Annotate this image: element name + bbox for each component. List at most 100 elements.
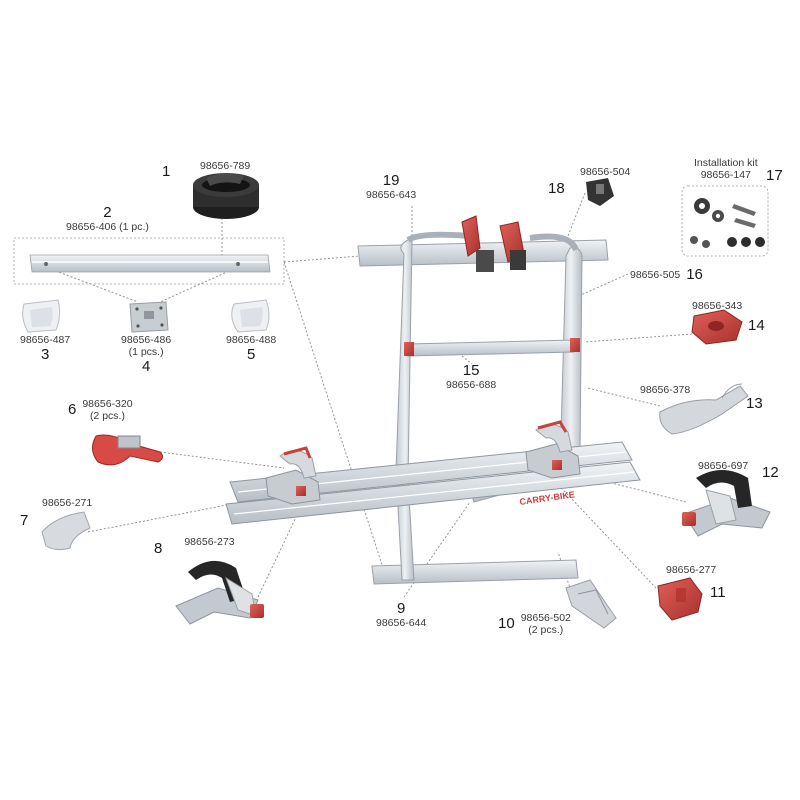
part-2-code: 98656-406 (1 pc.) <box>66 221 149 234</box>
part-8-code: 98656-273 <box>184 535 235 548</box>
part-15-number: 15 <box>462 362 480 379</box>
part-17-label: Installation kit 98656-147 <box>694 157 758 181</box>
part-12-number: 12 <box>762 464 779 481</box>
part-13-code: 98656-378 <box>640 384 691 396</box>
part-19-number: 19 <box>382 172 400 189</box>
part-9-label: 9 98656-644 <box>376 600 426 629</box>
part-7-label: 7 <box>20 512 28 530</box>
part-4-mounting-plate-icon <box>129 301 169 333</box>
part-4-label: 98656-486 (1 pcs.) 4 <box>121 334 171 375</box>
part-2-group-frame <box>13 237 285 285</box>
part-5-number: 5 <box>246 346 256 364</box>
part-3-code: 98656-487 <box>20 334 71 346</box>
part-12-code-label: 98656-697 <box>698 456 748 474</box>
part-16-number: 16 <box>686 266 703 283</box>
part-16-label: 98656-505 16 <box>630 266 703 283</box>
part-3-number: 3 <box>40 346 50 364</box>
part-17-number: 17 <box>766 167 783 184</box>
part-3-label: 98656-487 3 <box>20 334 70 363</box>
part-8-wheel-holder-icon <box>175 560 264 625</box>
part-18-code-label: 98656-504 <box>580 162 630 180</box>
part-10-code: 98656-502 <box>520 612 571 624</box>
part-17-title: Installation kit <box>694 157 758 169</box>
part-14-label: 14 <box>748 317 765 335</box>
part-1-label: 1 <box>162 163 170 181</box>
part-18-label: 18 <box>548 180 565 198</box>
leader-4b <box>159 267 237 303</box>
part-7-code: 98656-271 <box>42 497 93 509</box>
part-11-label: 11 <box>710 584 726 602</box>
part-5-right-end-cap-icon <box>231 299 270 333</box>
part-14-code-label: 98656-343 <box>692 296 742 314</box>
part-14-code: 98656-343 <box>692 300 743 312</box>
part-11-number: 11 <box>710 584 726 601</box>
part-17-code: 98656-147 <box>700 169 751 182</box>
part-12-label: 12 <box>762 464 779 482</box>
part-6-number: 6 <box>68 401 77 419</box>
leader-6 <box>159 451 285 469</box>
leader-11 <box>551 477 657 589</box>
part-5-code: 98656-488 <box>226 334 277 346</box>
part-2-label: 2 98656-406 (1 pc.) <box>66 204 149 233</box>
leader-16 <box>573 273 629 299</box>
part-7-number: 7 <box>20 512 29 529</box>
part-15-label: 15 98656-688 <box>446 362 496 391</box>
part-13-label: 13 <box>746 395 763 413</box>
part-14-number: 14 <box>748 317 765 334</box>
part-10-label: 10 98656-502 (2 pcs.) <box>498 612 571 636</box>
part-4-code: 98656-486 <box>121 334 172 346</box>
part-10-rail-support-icon <box>565 579 617 629</box>
part-4-number: 4 <box>141 358 151 376</box>
part-6-code: 98656-320 <box>82 398 133 410</box>
part-6-label: 6 98656-320 (2 pcs.) <box>68 398 133 422</box>
part-12-code: 98656-697 <box>698 460 749 472</box>
leader-13 <box>587 387 661 407</box>
part-9-code: 98656-644 <box>376 617 427 630</box>
part-13-code-label: 98656-378 <box>640 380 690 398</box>
part-6-quantity: (2 pcs.) <box>89 410 125 423</box>
part-7-code-label: 98656-271 <box>42 493 92 511</box>
bike-carrier-assembly: CARRY-BIKE <box>225 215 641 585</box>
part-8-number: 8 <box>154 540 163 557</box>
part-1-code: 98656-789 <box>200 160 251 172</box>
part-14-red-connector-icon <box>691 309 743 345</box>
part-2-number: 2 <box>103 204 112 221</box>
part-18-code: 98656-504 <box>580 166 631 178</box>
part-11-red-knob-icon <box>657 577 703 621</box>
part-6-red-strap-icon <box>92 434 164 466</box>
leader-10 <box>557 551 573 595</box>
part-15-code: 98656-688 <box>446 379 497 392</box>
part-13-number: 13 <box>746 395 763 412</box>
part-17-installation-kit-icon <box>681 185 769 257</box>
part-7-rail-end-cap-icon <box>41 511 91 551</box>
part-2-top-rail-icon <box>29 254 271 273</box>
part-13-frame-clamp-icon <box>659 383 749 435</box>
part-10-quantity: (2 pcs.) <box>528 624 564 637</box>
part-12-wheel-holder-icon <box>682 470 771 537</box>
part-8-label: 8 98656-273 <box>154 536 235 557</box>
part-16-code: 98656-505 <box>630 268 681 281</box>
part-1-rubber-strap-icon <box>193 173 259 219</box>
part-18-bracket-icon <box>586 178 614 206</box>
leader-4a <box>47 267 139 303</box>
leader-9 <box>283 261 387 578</box>
part-5-label: 98656-488 5 <box>226 334 276 363</box>
part-19-code: 98656-643 <box>366 189 417 202</box>
part-4-quantity: (1 pcs.) <box>128 346 164 359</box>
leader-2-to-frame <box>283 255 361 263</box>
leader-7 <box>87 501 243 533</box>
leader-9b <box>403 501 471 598</box>
part-17-number-label: 17 <box>766 167 783 185</box>
leader-12 <box>599 479 687 503</box>
part-1-number: 1 <box>162 163 171 180</box>
part-11-code: 98656-277 <box>666 564 717 576</box>
part-1-code-label: 98656-789 <box>200 156 250 174</box>
leader-14 <box>584 333 693 343</box>
part-10-number: 10 <box>498 615 515 633</box>
part-19-label: 19 98656-643 <box>366 172 416 201</box>
part-3-left-end-cap-icon <box>22 299 61 333</box>
part-11-code-label: 98656-277 <box>666 560 716 578</box>
part-9-number: 9 <box>396 600 406 617</box>
part-18-number: 18 <box>548 180 565 197</box>
